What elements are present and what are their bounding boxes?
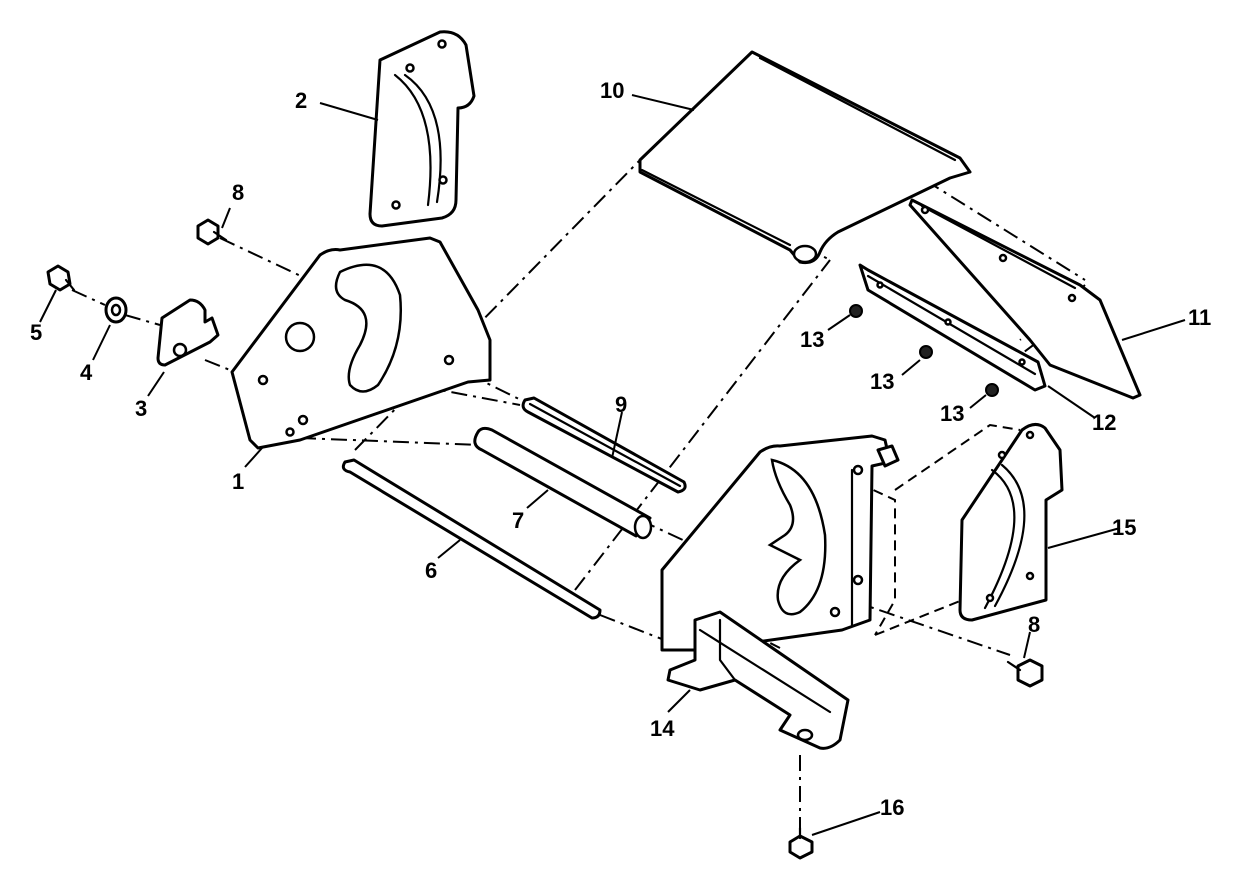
callout-16: 16: [880, 795, 904, 820]
leader-lines: [39, 94, 1186, 836]
part-3-bracket: [156, 298, 220, 367]
callout-15: 15: [1112, 515, 1136, 540]
callout-8-lower: 8: [1028, 612, 1040, 637]
part-5-bolt: [46, 264, 76, 292]
callout-3: 3: [135, 396, 147, 421]
part-14-mounting-bracket: [666, 610, 850, 750]
callout-6: 6: [425, 558, 437, 583]
callout-1: 1: [232, 469, 244, 494]
part-7-tube: [473, 426, 653, 540]
callout-13-a: 13: [800, 327, 824, 352]
part-16-bolt: [788, 826, 814, 860]
part-8-bolt-upper: [196, 218, 228, 246]
part-10-cover: [638, 50, 972, 264]
part-11-rear-panel: [908, 198, 1142, 400]
part-15-right-plate: [958, 423, 1064, 622]
part-6-long-rod: [341, 458, 602, 620]
part-4-washer: [104, 296, 128, 324]
callout-9: 9: [615, 392, 627, 417]
callout-13-b: 13: [870, 369, 894, 394]
callout-12: 12: [1092, 410, 1116, 435]
callout-2: 2: [295, 88, 307, 113]
part-9-rod: [521, 396, 687, 494]
part-12-angle-bar: [858, 263, 1047, 392]
right-side-plate: [660, 434, 900, 652]
callout-14: 14: [650, 716, 675, 741]
callout-13-c: 13: [940, 401, 964, 426]
part-13-nuts: [849, 304, 999, 397]
callout-4: 4: [80, 360, 93, 385]
callout-10: 10: [600, 78, 624, 103]
part-8-bolt-lower: [1006, 658, 1044, 688]
part-2-side-plate: [368, 30, 476, 228]
callout-8-upper: 8: [232, 180, 244, 205]
callout-7: 7: [512, 508, 524, 533]
part-1-left-side-plate: [230, 236, 492, 450]
callout-labels: 1 2 3 4 5 6 7 8 8 9 10 11 12 13 13 13 14…: [30, 78, 1211, 820]
callout-5: 5: [30, 320, 42, 345]
callout-11: 11: [1188, 305, 1211, 330]
